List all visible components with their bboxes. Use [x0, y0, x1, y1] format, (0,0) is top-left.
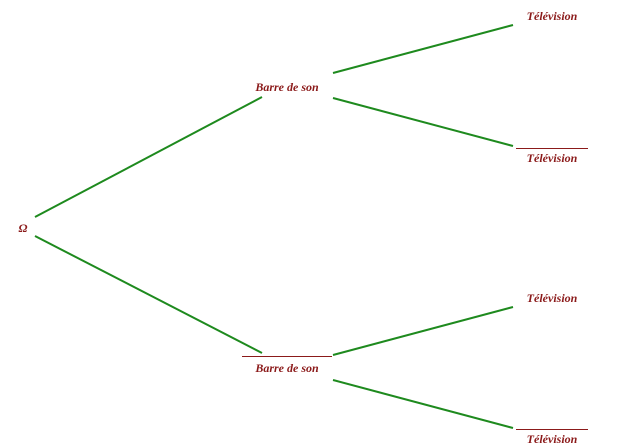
- branch-sound-bar-to-tv: [332, 24, 514, 74]
- node-sound-bar-no-tv: Télévision: [516, 148, 588, 165]
- node-no-sound-bar-no-tv: Télévision: [516, 429, 588, 446]
- branch-root-to-no-sound-bar: [34, 235, 263, 354]
- node-no-sound-bar: Barre de son: [242, 356, 332, 375]
- node-root: Ω: [19, 221, 28, 235]
- node-label: Télévision: [527, 151, 578, 165]
- branch-no-sound-bar-to-tv: [332, 306, 514, 356]
- node-no-sound-bar-tv: Télévision: [527, 291, 578, 305]
- branch-no-sound-bar-to-no-tv: [332, 379, 514, 429]
- node-sound-bar: Barre de son: [254, 80, 319, 94]
- node-sound-bar-tv: Télévision: [527, 9, 578, 23]
- branch-sound-bar-to-no-tv: [332, 97, 514, 147]
- node-label: Télévision: [527, 9, 578, 23]
- node-label: Barre de son: [254, 361, 319, 375]
- node-label: Télévision: [527, 432, 578, 446]
- node-label: Ω: [19, 221, 28, 235]
- node-label: Télévision: [527, 291, 578, 305]
- node-label: Barre de son: [254, 80, 319, 94]
- branch-root-to-sound-bar: [34, 96, 263, 218]
